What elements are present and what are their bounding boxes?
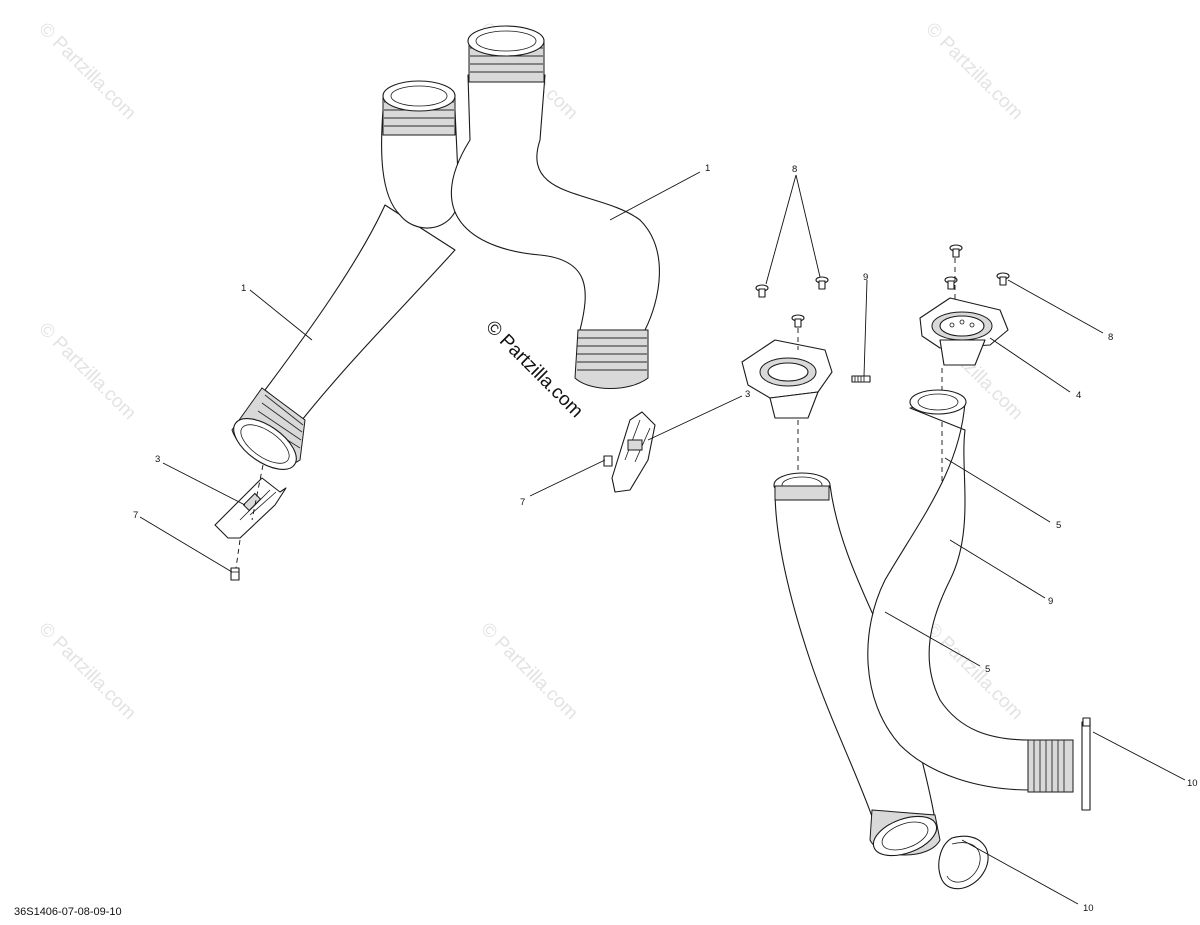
callout-3b: 3 [745, 389, 750, 400]
screw [996, 272, 1010, 286]
callout-1b: 1 [705, 163, 710, 174]
clamp-part-3-center [611, 411, 656, 493]
watermark: © Partzilla.com [34, 619, 139, 724]
leader-lines [139, 171, 1186, 905]
hose-part-5-front [773, 472, 941, 857]
callout-8a: 8 [792, 164, 797, 175]
callout-3a: 3 [155, 454, 160, 465]
callout-labels: 1 1 3 3 4 5 5 7 7 8 8 9 9 10 10 [133, 163, 1198, 914]
callout-7b: 7 [520, 497, 525, 508]
watermark: © Partzilla.com [476, 619, 581, 724]
callout-9a: 9 [863, 272, 868, 283]
callout-10b: 10 [1083, 903, 1094, 914]
callout-1a: 1 [241, 283, 246, 294]
callout-4: 4 [1076, 390, 1081, 401]
y-hose-part-1 [231, 25, 660, 470]
flange-part-3 [741, 339, 833, 419]
watermark-center: © Partzilla.com [481, 317, 586, 422]
watermark: © Partzilla.com [34, 19, 139, 124]
flange-part-4 [919, 297, 1009, 366]
screws-part-8 [755, 244, 1010, 328]
callout-5a: 5 [1056, 520, 1061, 531]
callout-7a: 7 [133, 510, 138, 521]
screw [791, 314, 805, 328]
callout-8b: 8 [1108, 332, 1113, 343]
pin-part-9 [851, 375, 871, 383]
hose-part-5-back [867, 389, 1074, 793]
callout-9b: 9 [1048, 596, 1053, 607]
callout-5b: 5 [985, 664, 990, 675]
clamp-part-10-right [1081, 717, 1091, 811]
watermark: © Partzilla.com [921, 19, 1026, 124]
screw [815, 276, 829, 290]
screw [944, 276, 958, 290]
screw-part-7-center [603, 455, 613, 467]
screw-part-7-left [230, 567, 240, 581]
watermark: © Partzilla.com [34, 319, 139, 424]
screw [755, 284, 769, 298]
screw [949, 244, 963, 258]
clamp-part-10-bottom [938, 835, 989, 890]
clamp-part-3-left [214, 477, 287, 539]
callout-10a: 10 [1187, 778, 1198, 789]
diagram-reference-code: 36S1406-07-08-09-10 [14, 906, 122, 918]
